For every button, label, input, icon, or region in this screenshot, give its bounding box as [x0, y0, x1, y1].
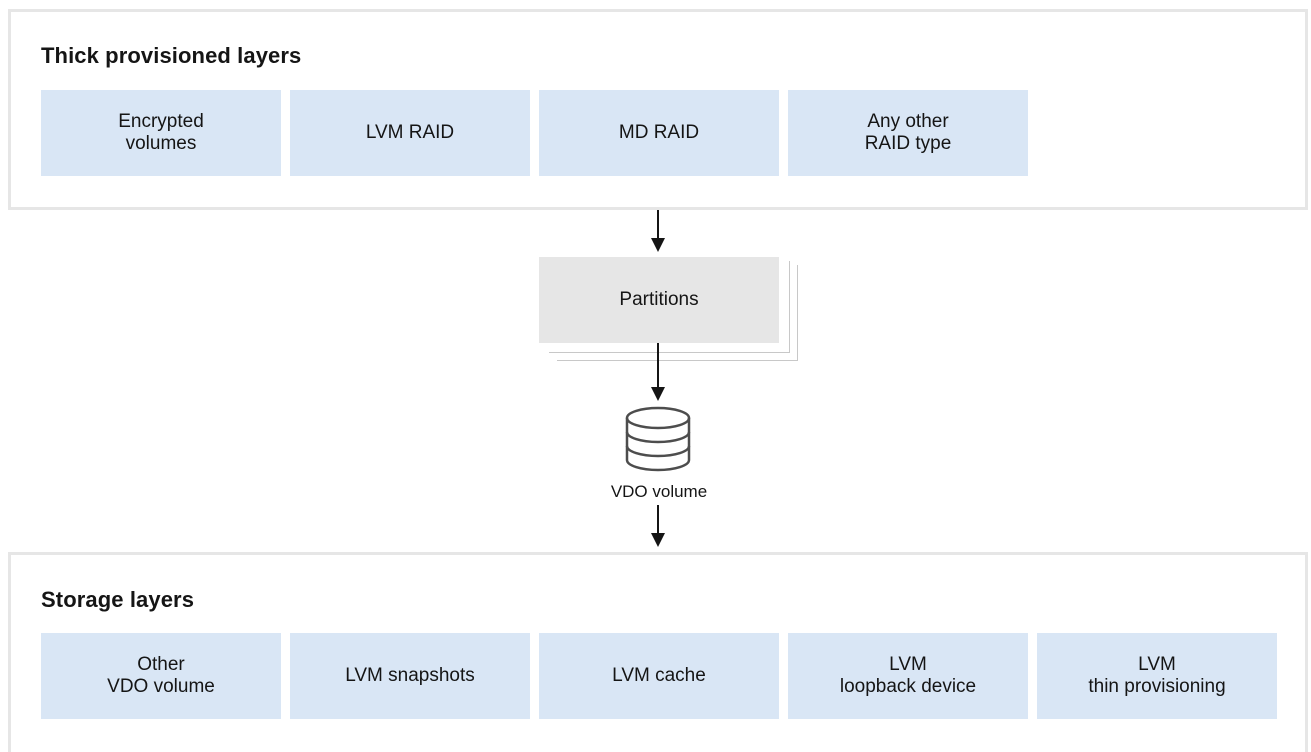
layer-box-other-vdo-volume: Other VDO volume	[41, 633, 281, 719]
arrow-to-storage-layers	[651, 505, 665, 547]
thick-provisioned-title: Thick provisioned layers	[41, 43, 302, 68]
layer-box-lvm-thin-provisioning: LVM thin provisioning	[1037, 633, 1277, 719]
stack-shadow-2	[557, 265, 798, 361]
layer-box-lvm-loopback: LVM loopback device	[788, 633, 1028, 719]
stack-shadow-1	[549, 261, 790, 353]
partitions-label: Partitions	[619, 289, 699, 310]
layer-box-lvm-cache: LVM cache	[539, 633, 779, 719]
arrow-to-partitions	[651, 210, 665, 252]
vdo-volume-label: VDO volume	[610, 482, 708, 501]
partitions-box: Partitions	[539, 257, 779, 343]
layer-box-md-raid: MD RAID	[539, 90, 779, 176]
layer-box-other-raid: Any other RAID type	[788, 90, 1028, 176]
layer-box-encrypted-volumes: Encrypted volumes	[41, 90, 281, 176]
database-icon	[625, 406, 691, 472]
storage-layers-panel: Storage layers Other VDO volume LVM snap…	[8, 552, 1308, 752]
storage-layers-title: Storage layers	[41, 587, 195, 612]
thick-provisioned-panel: Thick provisioned layers Encrypted volum…	[8, 9, 1308, 210]
layer-box-lvm-raid: LVM RAID	[290, 90, 530, 176]
thick-provisioned-row: Encrypted volumes LVM RAID MD RAID Any o…	[41, 90, 1028, 176]
layer-box-lvm-snapshots: LVM snapshots	[290, 633, 530, 719]
storage-layers-row: Other VDO volume LVM snapshots LVM cache…	[41, 633, 1277, 719]
arrow-to-vdo-volume	[651, 343, 665, 401]
